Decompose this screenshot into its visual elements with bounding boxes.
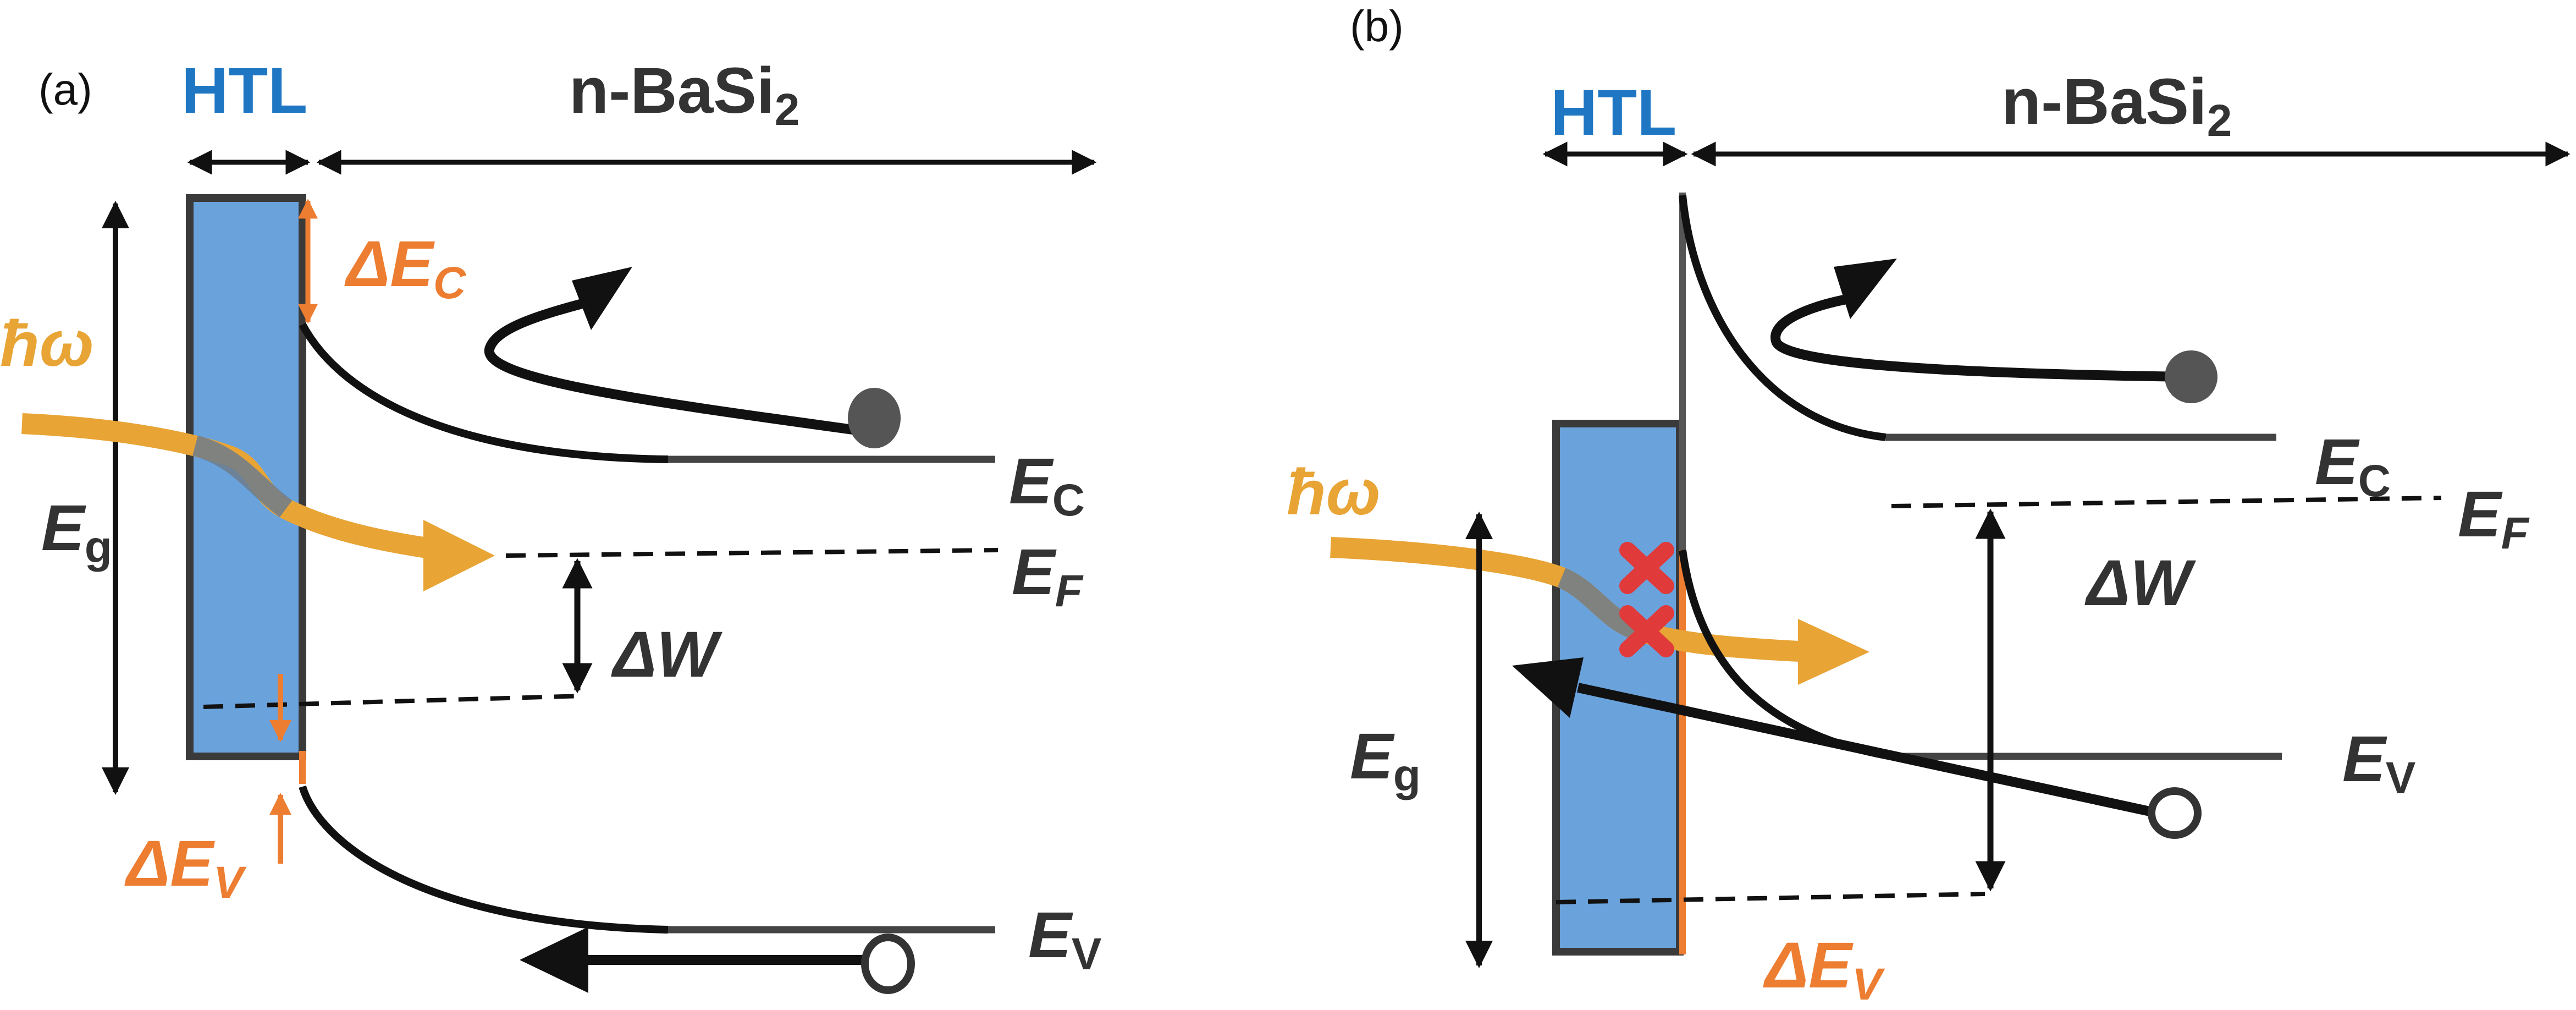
panel-a-photon-label: ħω (0, 308, 94, 380)
panel-b-hole (2148, 787, 2202, 839)
panel-b-htl-fermi-level (1555, 892, 1985, 904)
panel-b-photon-label: ħω (1287, 456, 1381, 529)
panel-a-conduction-band-curve (299, 322, 669, 463)
panel-a-fermi-level (505, 548, 999, 558)
panel-a-photon-beam-inside (192, 435, 293, 518)
panel-b-recombination-cross-1 (1619, 542, 1674, 594)
panel-b-hole-path (1577, 683, 2151, 816)
panel-b-conduction-band-curve (1679, 195, 1887, 441)
panel-a-delta-ec-label: ΔEC (344, 228, 467, 308)
panel-b-electron-arrowhead (1834, 259, 1897, 319)
panel-b-photon-arrowhead (1798, 619, 1869, 685)
panel-a-ec-label: EC (1009, 445, 1085, 525)
panel-a-label: (a) (38, 65, 92, 114)
panel-a-layer-label: n-BaSi2 (569, 54, 799, 135)
panel-b-delta-w-label: ΔW (2084, 547, 2196, 619)
panel-a-ev-label: EV (1028, 899, 1102, 979)
panel-a-hole (861, 934, 915, 994)
panel-b-eg-label: Eg (1350, 720, 1421, 800)
panel-a-delta-w-label: ΔW (611, 618, 722, 691)
panel-b-recombination-cross-2 (1619, 605, 1674, 657)
panel-b-ev-label: EV (2342, 723, 2416, 803)
panel-b-htl-label: HTL (1551, 76, 1676, 149)
panel-a-ef-label: EF (1012, 536, 1084, 616)
panel-a-electron-arrowhead (572, 267, 632, 330)
panel-b-label: (b) (1350, 2, 1404, 51)
panel-b: (b) HTL n-BaSi2 EC EF ħω (1287, 2, 2571, 1009)
panel-b-electron-path (1770, 292, 2192, 382)
panel-b-hole-arrowhead (1512, 657, 1584, 718)
panel-a-eg-label: Eg (41, 492, 112, 572)
panel-a-delta-ev-label: ΔEV (124, 827, 247, 908)
panel-a-valence-band-curve (299, 785, 669, 934)
panel-b-electron (2165, 350, 2218, 403)
panel-b-fermi-level (1891, 496, 2442, 508)
panel-a-htl-label: HTL (181, 54, 307, 127)
panel-b-layer-label: n-BaSi2 (2001, 65, 2232, 146)
panel-a-photon-arrowhead (423, 520, 495, 591)
panel-a-electron (848, 388, 901, 448)
panel-a: (a) HTL n-BaSi2 Eg ΔEC EC ħω EF (0, 54, 1102, 994)
panel-b-ec-label: EC (2315, 426, 2391, 506)
panel-b-delta-ev-label: ΔEV (1763, 929, 1885, 1007)
panel-a-hole-arrowhead (520, 927, 588, 993)
panel-b-ef-label: EF (2458, 478, 2530, 558)
panel-a-electron-path (484, 295, 870, 437)
